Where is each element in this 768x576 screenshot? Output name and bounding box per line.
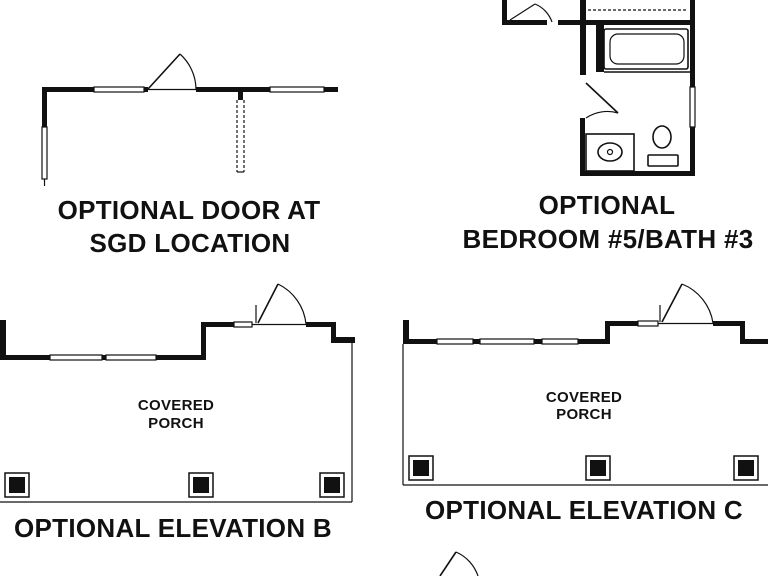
door-option-door-leaf (147, 53, 181, 90)
bedroom-option-bath-door-leaf (585, 82, 619, 114)
elevation-c-door-swing-arc (681, 283, 714, 324)
elevation-b-room-label-line2: PORCH (148, 415, 204, 432)
elevation-b-door-leaf (257, 283, 279, 324)
bedroom-option-toilet-bowl (652, 125, 672, 149)
bedroom-option-caption-line1: OPTIONAL (539, 190, 676, 220)
elevation-b-porch (0, 283, 355, 503)
bedroom-option-sink (597, 142, 623, 162)
door-option-top-wall-mid (144, 87, 148, 92)
elevation-c-room-label-line2: PORCH (556, 406, 612, 423)
bedroom-option-toilet-tank (647, 154, 679, 167)
bedroom-option-closet-left-wall (580, 0, 586, 25)
bedroom-option-bath-bottom-wall (580, 171, 695, 176)
elevation-c-window-3 (541, 338, 579, 345)
elevation-c-door-leaf (661, 283, 683, 323)
door-option-window-right (269, 86, 325, 93)
door-option-caption-line1: OPTIONAL DOOR AT (58, 195, 321, 225)
door-option-top-wall (42, 87, 94, 92)
elevation-b-small-window (233, 321, 253, 328)
bedroom-option-bath-left-wall (580, 25, 586, 75)
bedroom-option-vanity (585, 133, 635, 172)
elevation-b-door-swing-arc (277, 283, 307, 325)
elevation-b-window-right (105, 354, 157, 361)
elevation-c-title: OPTIONAL ELEVATION C (425, 495, 743, 525)
bedroom-option-closet-right-wall (690, 0, 695, 25)
door-option-top-wall-right (196, 87, 270, 92)
door-option-left-window (41, 126, 48, 180)
door-option-window-left (93, 86, 145, 93)
elevation-b-room-label-line1: COVERED (138, 397, 214, 414)
bottom-partial-door (439, 551, 479, 576)
bedroom-option-panel (502, 0, 696, 176)
bedroom-option-caption-line2: BEDROOM #5/BATH #3 (463, 224, 754, 254)
elevation-c-window-1 (436, 338, 474, 345)
bedroom-option-bath-window (689, 86, 696, 128)
door-option-wall-stub (238, 92, 243, 100)
elevation-b-window-left (49, 354, 103, 361)
elevation-c-porch (402, 283, 768, 486)
bedroom-option-bath-right-wall (690, 25, 695, 87)
door-option-left-wall (42, 87, 47, 127)
door-option-panel (41, 53, 338, 186)
door-option-door-swing-arc (179, 53, 197, 90)
elevation-c-small-window (637, 320, 659, 327)
bedroom-option-bathtub (603, 28, 689, 70)
elevation-c-room-label-line1: COVERED (546, 389, 622, 406)
elevation-c-window-2 (479, 338, 535, 345)
door-option-caption-line2: SGD LOCATION (90, 228, 291, 258)
bedroom-option-bath-door-swing-arc (585, 110, 619, 119)
elevation-b-title: OPTIONAL ELEVATION B (14, 513, 332, 543)
